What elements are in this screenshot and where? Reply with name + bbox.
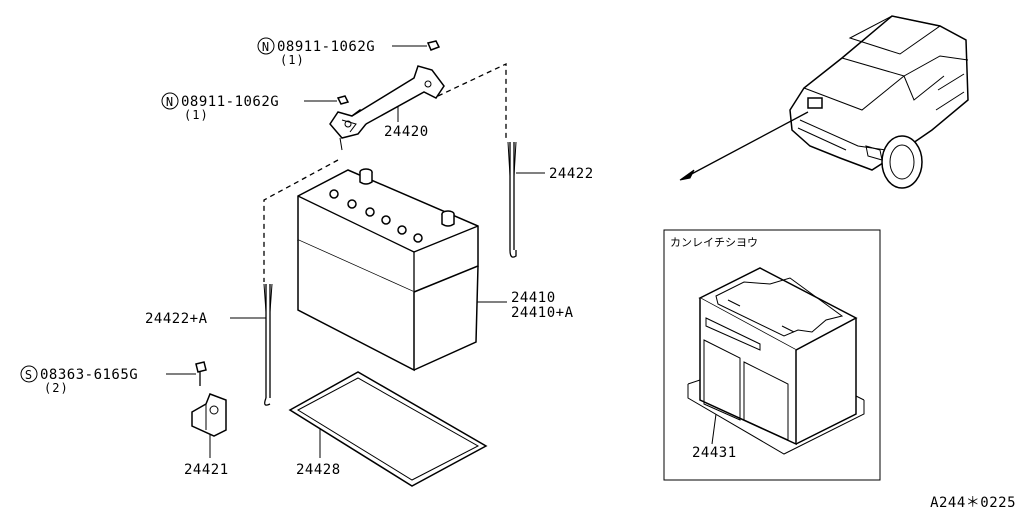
battery-tray [288, 371, 488, 487]
rod-left-label: 24422+A [145, 311, 208, 327]
nut-marker-top: N [262, 40, 270, 54]
battery-cover [687, 267, 865, 455]
callout-nut-left: N 08911-1062G (1) [161, 92, 337, 122]
bolt-part-number: 08363-6165G [40, 367, 138, 383]
inset-panel: カンレイチシヨウ 24431 [663, 229, 881, 481]
hold-down-bracket [329, 65, 445, 151]
rod-right [507, 141, 517, 258]
clamp-label: 24421 [184, 462, 229, 478]
bolt-marker: S [25, 368, 33, 382]
rod-right-path [437, 62, 507, 140]
location-arrow-line [683, 111, 809, 179]
battery-clamp [191, 393, 227, 437]
battery [297, 168, 479, 372]
location-arrow-head [679, 169, 695, 181]
nut-top-quantity: (1) [280, 53, 305, 67]
rod-left [263, 283, 273, 406]
nut-left-part-number: 08911-1062G [181, 94, 279, 110]
nut-marker-left: N [166, 95, 174, 109]
bracket-label: 24420 [384, 124, 429, 140]
nut-left-quantity: (1) [184, 108, 209, 122]
vehicle-illustration [789, 15, 969, 189]
cover-label: 24431 [692, 445, 737, 461]
battery-alt-label: 24410+A [511, 305, 574, 321]
inset-title: カンレイチシヨウ [670, 236, 758, 249]
callout-bolt: S 08363-6165G (2) [20, 365, 196, 395]
battery-label: 24410 [511, 290, 556, 306]
tray-label: 24428 [296, 462, 341, 478]
rod-left-path [263, 159, 339, 282]
cover-leader [711, 413, 717, 445]
bolt [195, 361, 207, 386]
rod-right-label: 24422 [549, 166, 594, 182]
diagram-code: A244＊0225 [930, 495, 1016, 511]
nut-top [426, 40, 441, 51]
callout-nut-top: N 08911-1062G (1) [257, 37, 427, 67]
nut-top-part-number: 08911-1062G [277, 39, 375, 55]
nut-left [336, 95, 350, 105]
bolt-quantity: (2) [44, 381, 69, 395]
